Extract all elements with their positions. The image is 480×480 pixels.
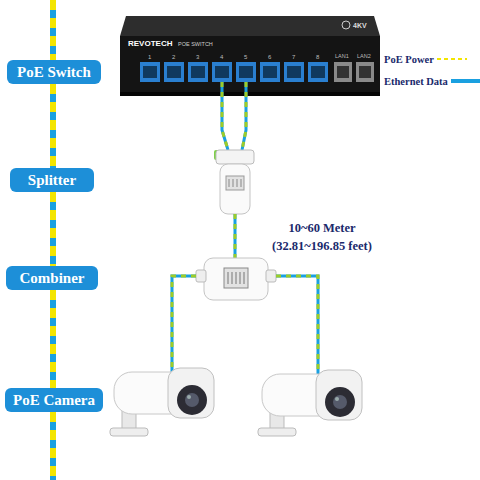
port-number: 8 xyxy=(316,54,319,60)
legend-sample xyxy=(437,55,467,63)
node-text: Splitter xyxy=(28,172,76,189)
band-connector xyxy=(53,192,54,266)
stage-label-box: PoE Switch xyxy=(7,60,101,84)
port-name: LAN1 xyxy=(335,54,349,60)
port-number: 3 xyxy=(196,54,199,60)
stage-label-box: Combiner xyxy=(6,266,98,290)
node-text: PoE Camera xyxy=(13,392,95,409)
distance-label: (32.81~196.85 feet) xyxy=(272,240,372,253)
combiner-device xyxy=(196,258,276,300)
connector-dash xyxy=(50,192,56,266)
port-number: 4 xyxy=(220,54,223,60)
node-text: Combiner xyxy=(20,270,85,287)
connector-line xyxy=(50,192,56,266)
connector-line xyxy=(50,290,56,388)
stage-label-box: PoE Camera xyxy=(5,388,103,412)
legend-line xyxy=(437,58,467,60)
brand-text: REVOTECH xyxy=(128,40,172,48)
splitter-device xyxy=(216,150,254,214)
cable xyxy=(172,276,318,374)
port-number: 6 xyxy=(268,54,271,60)
rating-text: 4KV xyxy=(353,22,367,29)
switch-ports xyxy=(140,62,374,82)
stage-label-box: Splitter xyxy=(10,168,94,192)
band-connector xyxy=(53,84,54,168)
connector-line xyxy=(50,84,56,168)
legend-text: PoE Power xyxy=(384,54,434,65)
bullet-camera xyxy=(258,370,362,436)
cable xyxy=(235,214,236,260)
cable xyxy=(214,82,246,160)
poe-switch xyxy=(120,16,380,96)
legend-sample xyxy=(451,77,480,85)
port-number: 7 xyxy=(292,54,295,60)
legend-entry: Ethernet Data xyxy=(384,70,480,92)
node-text: PoE Switch xyxy=(17,64,91,81)
band-connector xyxy=(53,290,54,388)
legend-line xyxy=(451,79,480,83)
port-name: LAN2 xyxy=(357,54,371,60)
port-number: 2 xyxy=(172,54,175,60)
legend-entry: PoE Power xyxy=(384,48,480,70)
connector-dash xyxy=(50,84,56,168)
legend-text: Ethernet Data xyxy=(384,76,448,87)
legend: PoE PowerEthernet Data xyxy=(384,48,480,92)
distance-label: 10~60 Meter xyxy=(288,222,355,235)
bullet-camera xyxy=(110,368,214,436)
port-number: 1 xyxy=(148,54,151,60)
port-number: 5 xyxy=(244,54,247,60)
connector-dash xyxy=(50,290,56,388)
device-text: POE SWITCH xyxy=(178,42,213,48)
